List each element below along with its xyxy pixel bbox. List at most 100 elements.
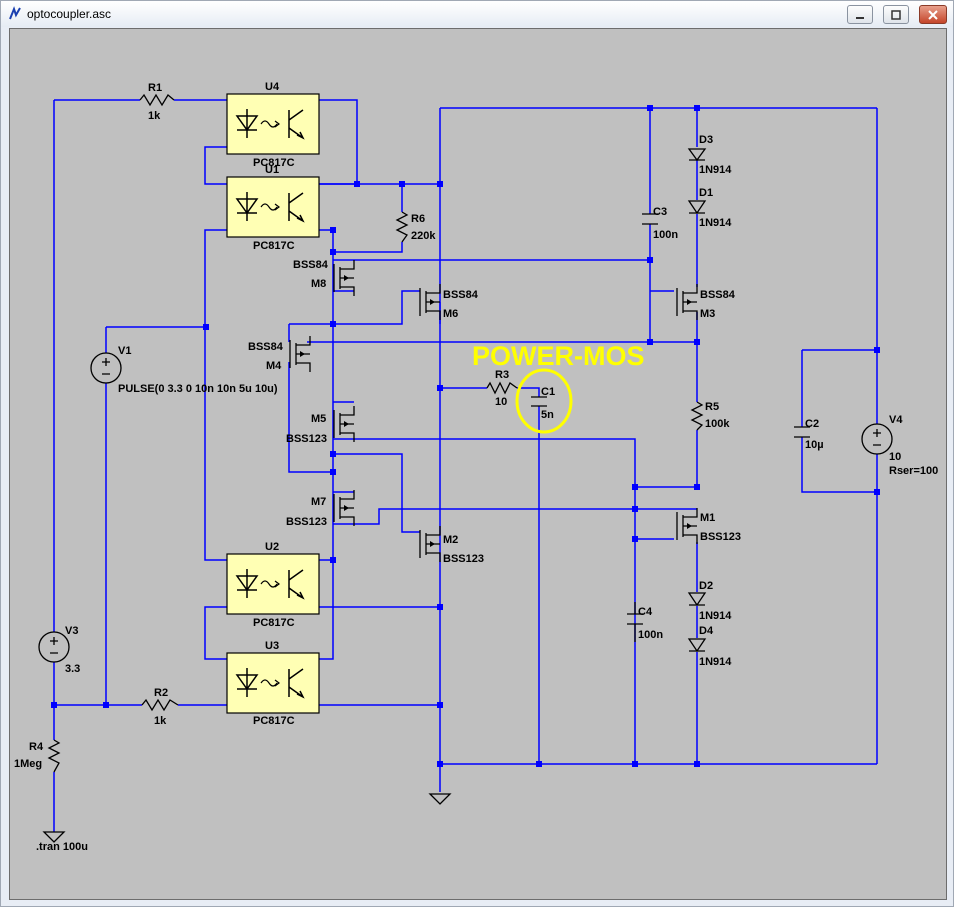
minimize-icon [856, 16, 864, 19]
label-d3-value: 1N914 [699, 164, 732, 176]
close-icon [928, 9, 938, 20]
label-m8-name: M8 [311, 278, 326, 290]
label-c2-value: 10µ [805, 439, 824, 451]
maximize-icon [891, 9, 901, 20]
label-v1-name: V1 [118, 345, 131, 357]
ltspice-icon [9, 6, 21, 20]
label-v3-name: V3 [65, 625, 78, 637]
label-m7-name: M7 [311, 496, 326, 508]
mosfet-m1[interactable] [676, 507, 698, 545]
label-r3-name: R3 [495, 369, 509, 381]
label-v4-rser: Rser=100 [889, 465, 938, 477]
label-u3-value: PC817C [253, 715, 295, 727]
capacitor-c2[interactable] [794, 426, 810, 438]
schematic-canvas[interactable]: R1 1k R2 1k R3 10 R4 1Meg R5 100k R6 220… [9, 28, 947, 900]
mosfet-m7[interactable] [333, 489, 355, 527]
label-c1-name: C1 [541, 386, 555, 398]
label-r6-name: R6 [411, 213, 425, 225]
optocoupler-u4[interactable] [226, 93, 320, 155]
optocoupler-u1[interactable] [226, 176, 320, 238]
label-u4-value: PC817C [253, 157, 295, 169]
optocoupler-u2[interactable] [226, 553, 320, 615]
mosfet-m5[interactable] [333, 405, 355, 443]
voltage-source-v3[interactable] [38, 631, 70, 663]
resistor-r3[interactable] [486, 381, 518, 395]
label-c3-name: C3 [653, 206, 667, 218]
minimize-button[interactable] [847, 5, 873, 24]
schematic[interactable]: R1 1k R2 1k R3 10 R4 1Meg R5 100k R6 220… [10, 29, 946, 899]
label-r1-value: 1k [148, 110, 161, 122]
resistor-r1[interactable] [139, 93, 175, 107]
label-d2-name: D2 [699, 580, 713, 592]
label-r6-value: 220k [411, 230, 436, 242]
label-u1-value: PC817C [253, 240, 295, 252]
label-r2-value: 1k [154, 715, 167, 727]
label-r2-name: R2 [154, 687, 168, 699]
maximize-button[interactable] [883, 5, 909, 24]
label-m7-value: BSS123 [286, 516, 327, 528]
label-m6-value: BSS84 [443, 289, 479, 301]
resistor-r6[interactable] [395, 211, 409, 243]
label-d4-value: 1N914 [699, 656, 732, 668]
capacitor-c3[interactable] [642, 213, 658, 225]
label-v3-value: 3.3 [65, 663, 80, 675]
label-r1-name: R1 [148, 82, 162, 94]
label-v4-value: 10 [889, 451, 901, 463]
label-c3-value: 100n [653, 229, 678, 241]
label-m5-name: M5 [311, 413, 326, 425]
label-m3-name: M3 [700, 308, 715, 320]
label-m4-value: BSS84 [248, 341, 284, 353]
resistor-r4[interactable] [47, 739, 61, 773]
mosfet-m6[interactable] [419, 283, 441, 321]
ground-symbol-main [428, 793, 452, 805]
ground-symbol-left [42, 831, 66, 843]
diode-d1[interactable] [687, 200, 707, 215]
label-m4-name: M4 [266, 360, 282, 372]
label-m2-value: BSS123 [443, 553, 484, 565]
label-m8-value: BSS84 [293, 259, 329, 271]
spice-directive[interactable]: .tran 100u [36, 841, 88, 853]
label-d1-value: 1N914 [699, 217, 732, 229]
label-m6-name: M6 [443, 308, 458, 320]
label-v4-name: V4 [889, 414, 903, 426]
window-title: optocoupler.asc [27, 7, 112, 21]
close-button[interactable] [919, 5, 947, 24]
label-m5-value: BSS123 [286, 433, 327, 445]
diode-d2[interactable] [687, 592, 707, 607]
label-u2-value: PC817C [253, 617, 295, 629]
label-c4-name: C4 [638, 606, 653, 618]
label-m1-value: BSS123 [700, 531, 741, 543]
label-u3-name: U3 [265, 640, 279, 652]
label-m2-name: M2 [443, 534, 458, 546]
resistor-r5[interactable] [690, 401, 704, 431]
power-mos-annotation: POWER-MOS [472, 341, 645, 371]
label-m1-name: M1 [700, 512, 715, 524]
label-u1-name: U1 [265, 164, 279, 176]
label-c4-value: 100n [638, 629, 663, 641]
label-c2-name: C2 [805, 418, 819, 430]
diode-d3[interactable] [687, 148, 707, 162]
capacitor-c1[interactable] [531, 396, 547, 407]
title-bar[interactable]: optocoupler.asc [1, 1, 953, 27]
label-d2-value: 1N914 [699, 610, 732, 622]
voltage-source-v1[interactable] [90, 352, 122, 384]
label-r4-value: 1Meg [14, 758, 42, 770]
diode-d4[interactable] [687, 638, 707, 653]
highlight-circle [515, 368, 573, 434]
label-d1-name: D1 [699, 187, 713, 199]
label-r4-name: R4 [29, 741, 44, 753]
mosfet-m3[interactable] [676, 283, 698, 321]
mosfet-m2[interactable] [419, 525, 441, 563]
label-d3-name: D3 [699, 134, 713, 146]
resistor-r2[interactable] [141, 698, 179, 712]
optocoupler-u3[interactable] [226, 652, 320, 714]
label-r5-value: 100k [705, 418, 730, 430]
label-m3-value: BSS84 [700, 289, 736, 301]
voltage-source-v4[interactable] [861, 423, 893, 455]
label-u2-name: U2 [265, 541, 279, 553]
label-v1-value: PULSE(0 3.3 0 10n 10n 5u 10u) [118, 383, 278, 395]
label-c1-value: 5n [541, 409, 554, 421]
label-r5-name: R5 [705, 401, 719, 413]
label-d4-name: D4 [699, 625, 714, 637]
